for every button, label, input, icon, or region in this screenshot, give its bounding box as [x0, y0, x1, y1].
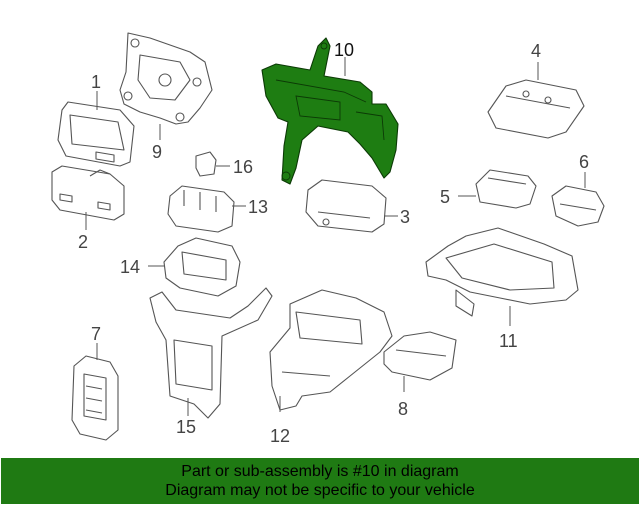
callout-6: 6: [579, 152, 589, 172]
part-12-housing[interactable]: [269, 289, 393, 412]
callout-5: 5: [440, 187, 450, 207]
part-6-sensor[interactable]: [551, 172, 605, 227]
part-14-tray[interactable]: [148, 237, 241, 297]
callout-9: 9: [152, 142, 162, 162]
part-4-module[interactable]: [487, 62, 585, 139]
part-10-highlighted-bracket[interactable]: [261, 37, 399, 185]
callout-1: 1: [91, 72, 101, 92]
part-5-sensor[interactable]: [458, 169, 537, 209]
part-7-fuse-block[interactable]: [71, 343, 119, 441]
callout-13: 13: [248, 197, 268, 217]
callout-12: 12: [270, 426, 290, 446]
part-13-holder[interactable]: [167, 185, 246, 233]
part-notice-banner: Part or sub-assembly is #10 in diagram D…: [1, 458, 639, 504]
part-3-control-module[interactable]: [305, 179, 398, 233]
banner-line-part-number: Part or sub-assembly is #10 in diagram: [181, 463, 459, 480]
banner-line-disclaimer: Diagram may not be specific to your vehi…: [165, 482, 475, 499]
part-9-bracket[interactable]: [119, 32, 213, 140]
part-2-module[interactable]: [51, 165, 125, 230]
part-16-clip[interactable]: [195, 151, 230, 177]
callout-7: 7: [91, 324, 101, 344]
callout-11: 11: [499, 331, 518, 351]
callout-10: 10: [334, 40, 354, 60]
callout-3: 3: [400, 207, 410, 227]
callout-14: 14: [120, 257, 140, 277]
part-1-module[interactable]: [57, 91, 135, 167]
callout-16: 16: [233, 157, 253, 177]
callout-4: 4: [531, 41, 541, 61]
part-8-module[interactable]: [383, 331, 457, 392]
callout-2: 2: [78, 232, 88, 252]
callout-8: 8: [398, 399, 408, 419]
part-15-bracket[interactable]: [149, 287, 273, 419]
callout-15: 15: [176, 417, 196, 437]
part-11-tray[interactable]: [425, 227, 579, 326]
